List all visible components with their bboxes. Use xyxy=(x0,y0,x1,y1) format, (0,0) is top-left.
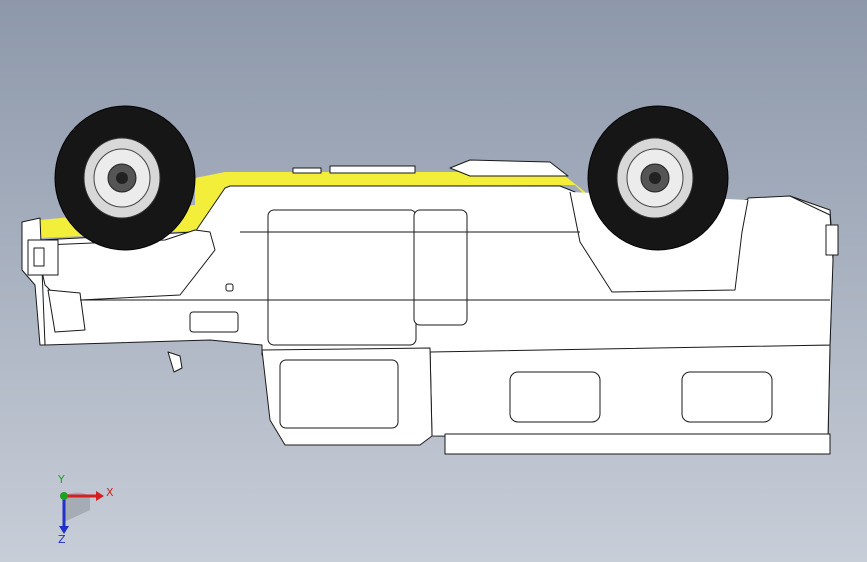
x-axis-head-icon xyxy=(96,491,104,501)
rear-window-2 xyxy=(681,371,773,423)
side-handle-panel xyxy=(189,311,239,333)
side-door-front xyxy=(267,209,417,346)
y-axis-label: Y xyxy=(58,473,65,486)
front-grille xyxy=(47,289,86,333)
underbody-bracket xyxy=(167,351,183,373)
triad-shadow-icon xyxy=(64,492,90,522)
z-axis-head-icon xyxy=(59,526,69,534)
roof-rail xyxy=(329,165,416,174)
z-axis-label: Z xyxy=(58,533,66,546)
front-light-lens xyxy=(33,247,45,267)
rear-window-1 xyxy=(509,371,601,423)
front-wheel xyxy=(54,105,196,251)
x-axis-label: X xyxy=(106,486,114,499)
rear-wheel xyxy=(587,105,729,251)
lower-door-window xyxy=(279,359,399,429)
y-axis-dot-icon xyxy=(60,492,68,500)
coordinate-triad: X Y Z xyxy=(44,474,124,546)
roof-rack xyxy=(292,167,322,174)
rear-skirt xyxy=(444,433,831,455)
side-door-rear xyxy=(413,209,468,326)
rear-corner-box xyxy=(825,224,839,256)
roof-vent xyxy=(449,159,569,177)
fuel-cap xyxy=(225,283,234,292)
